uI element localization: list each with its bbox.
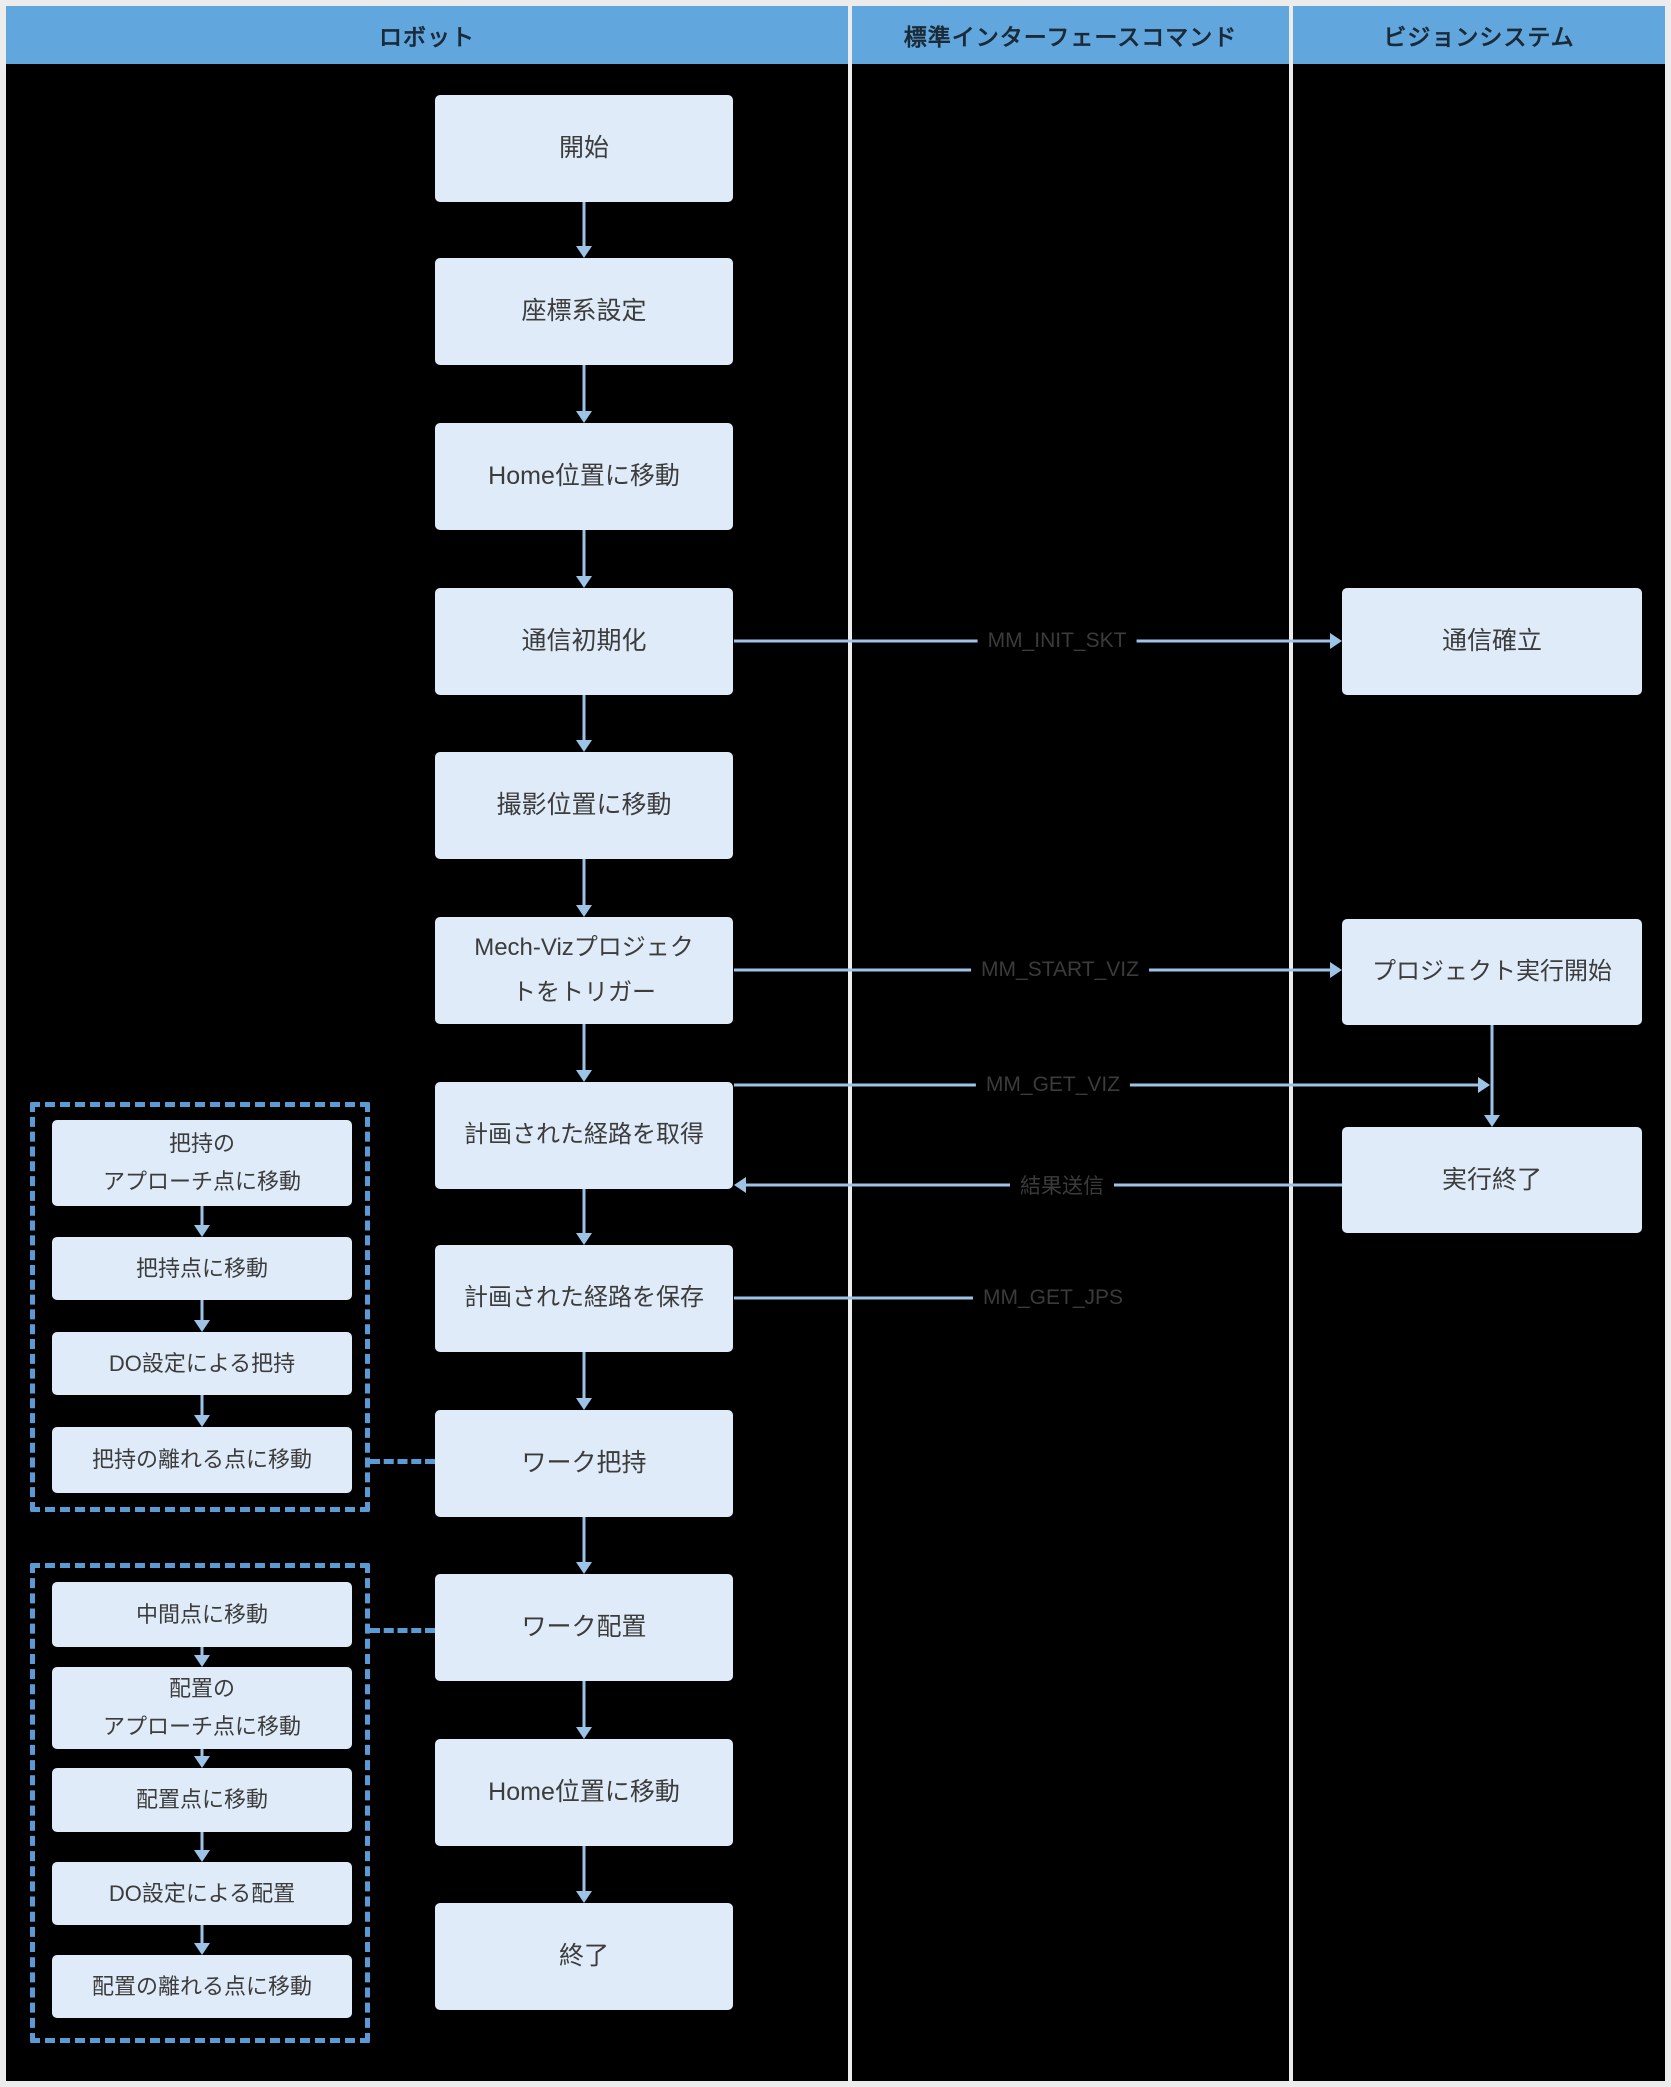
down-arrow — [576, 365, 592, 423]
command-label-mm-start-viz: MM_START_VIZ — [971, 956, 1149, 984]
command-label-send-result: 結果送信 — [1010, 1168, 1114, 1202]
grasp-box-grasp-point: 把持点に移動 — [52, 1237, 352, 1300]
line-mm-get-jps — [734, 1290, 974, 1306]
down-arrow-place — [194, 1832, 210, 1862]
down-arrow-grasp — [194, 1300, 210, 1332]
down-arrow-grasp — [194, 1206, 210, 1237]
frame-top — [0, 0, 1671, 6]
flow-box-move-home-2: Home位置に移動 — [435, 1739, 733, 1846]
down-arrow — [576, 1189, 592, 1245]
command-label-mm-init-skt: MM_INIT_SKT — [977, 627, 1137, 655]
place-box-place-point: 配置点に移動 — [52, 1768, 352, 1832]
flow-box-start: 開始 — [435, 95, 733, 202]
command-label-mm-get-viz: MM_GET_VIZ — [975, 1071, 1131, 1099]
dashed-connector-grasp — [370, 1459, 435, 1464]
frame-right — [1665, 0, 1671, 2087]
lane-header-vision-system: ビジョンシステム — [1293, 6, 1665, 64]
frame-left — [0, 0, 6, 2087]
dashed-connector-place — [370, 1628, 435, 1633]
flow-box-move-home-1: Home位置に移動 — [435, 423, 733, 530]
flow-box-save-planned-path: 計画された経路を保存 — [435, 1245, 733, 1352]
lane-header-interface-commands: 標準インターフェースコマンド — [852, 6, 1289, 64]
down-arrow-place — [194, 1647, 210, 1667]
flow-box-grasp-workpiece: ワーク把持 — [435, 1410, 733, 1517]
command-label-mm-get-jps: MM_GET_JPS — [972, 1284, 1134, 1312]
down-arrow — [576, 1517, 592, 1574]
place-box-depart-point: 配置の離れる点に移動 — [52, 1955, 352, 2018]
flow-box-comm-init: 通信初期化 — [435, 588, 733, 695]
grasp-box-approach-point: 把持の アプローチ点に移動 — [52, 1120, 352, 1206]
down-arrow — [576, 1352, 592, 1410]
lane-divider-robot-commands — [848, 6, 852, 2081]
dashed-group-place — [30, 1563, 370, 2043]
down-arrow — [576, 695, 592, 752]
down-arrow — [576, 1846, 592, 1903]
lane-divider-commands-vision — [1289, 6, 1293, 2081]
down-arrow-vision — [1484, 1025, 1500, 1127]
flow-box-set-coordinate: 座標系設定 — [435, 258, 733, 365]
place-box-do-place: DO設定による配置 — [52, 1862, 352, 1925]
place-box-intermediate-point: 中間点に移動 — [52, 1582, 352, 1647]
down-arrow-grasp — [194, 1395, 210, 1427]
flow-box-move-capture-position: 撮影位置に移動 — [435, 752, 733, 859]
flow-box-place-workpiece: ワーク配置 — [435, 1574, 733, 1681]
grasp-box-do-grasp: DO設定による把持 — [52, 1332, 352, 1395]
flow-box-end: 終了 — [435, 1903, 733, 2010]
flow-box-trigger-mechviz-project: Mech-Vizプロジェク トをトリガー — [435, 917, 733, 1024]
dashed-group-grasp — [30, 1102, 370, 1512]
place-box-approach-point: 配置の アプローチ点に移動 — [52, 1667, 352, 1749]
down-arrow — [576, 530, 592, 588]
frame-bottom — [0, 2081, 1671, 2087]
vision-box-project-execution-start: プロジェクト実行開始 — [1342, 919, 1642, 1025]
lane-header-robot: ロボット — [6, 6, 848, 64]
down-arrow — [576, 1681, 592, 1739]
down-arrow-place — [194, 1925, 210, 1955]
down-arrow-place — [194, 1749, 210, 1768]
grasp-box-depart-point: 把持の離れる点に移動 — [52, 1427, 352, 1493]
down-arrow — [576, 202, 592, 258]
vision-box-comm-established: 通信確立 — [1342, 588, 1642, 695]
flow-box-get-planned-path: 計画された経路を取得 — [435, 1082, 733, 1189]
vision-box-execution-end: 実行終了 — [1342, 1127, 1642, 1233]
down-arrow — [576, 1024, 592, 1082]
down-arrow — [576, 859, 592, 917]
